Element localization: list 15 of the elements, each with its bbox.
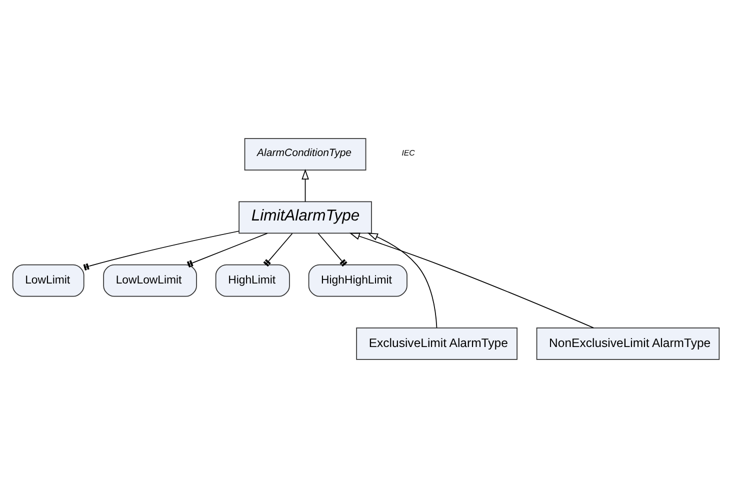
connector	[318, 232, 348, 266]
node-box: HighHighLimit	[308, 264, 408, 296]
node-box: AlarmConditionType	[244, 138, 366, 170]
connector	[83, 230, 240, 270]
node-box: LimitAlarmType	[238, 200, 372, 234]
node-box: NonExclusiveLimit AlarmType	[536, 326, 720, 360]
connector	[186, 232, 268, 268]
node-box: ExclusiveLimit AlarmType	[356, 326, 518, 360]
arrow	[349, 232, 594, 328]
connector	[263, 232, 293, 266]
node-box: HighLimit	[215, 264, 290, 296]
label: IEC	[402, 148, 415, 157]
node-box: LowLimit	[12, 264, 84, 296]
arrow	[367, 232, 438, 328]
arrow	[302, 168, 309, 202]
